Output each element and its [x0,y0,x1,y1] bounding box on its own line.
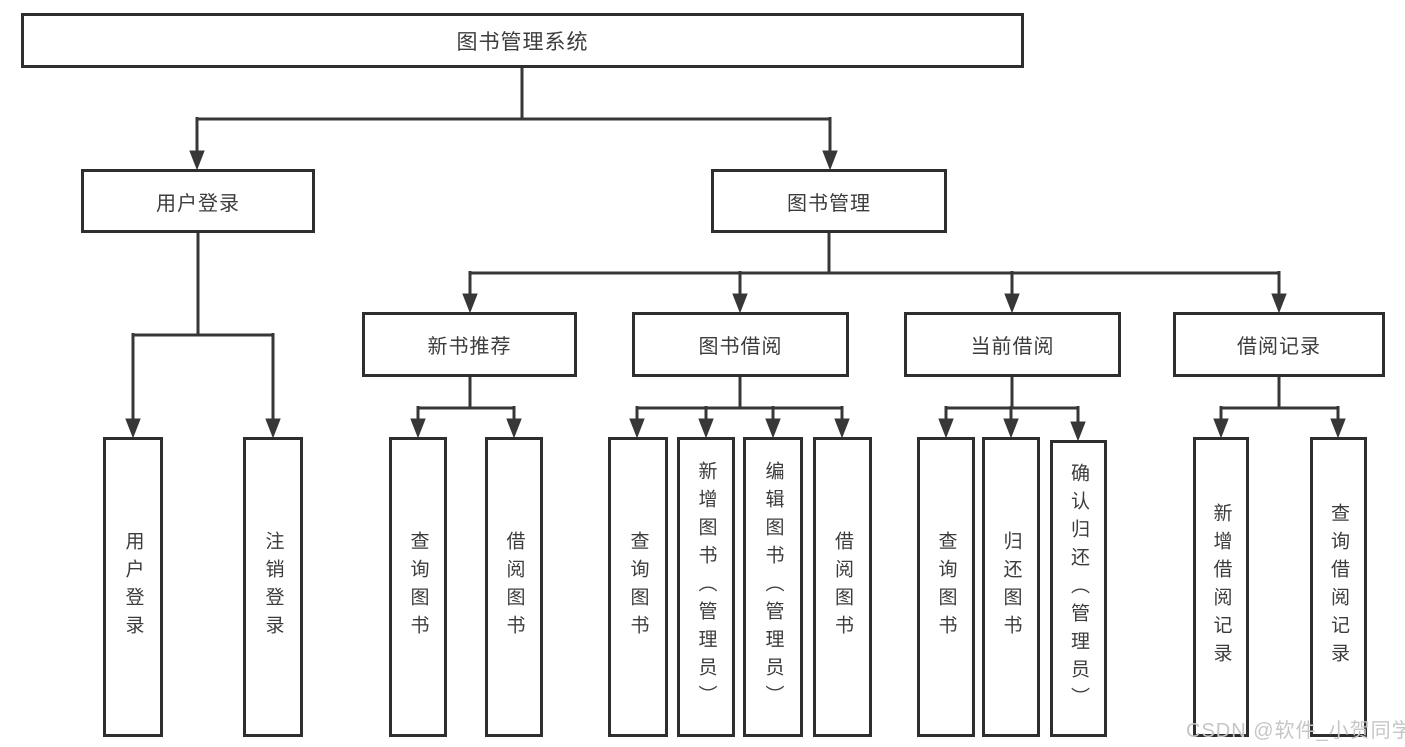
leaf-label: 注销登录 [262,531,284,643]
node-label: 借阅记录 [1237,336,1321,358]
leaf-return-book: 归还图书 [982,437,1040,737]
leaf-confirm-return-admin: 确认归还（管理员） [1050,440,1107,737]
leaf-label: 编辑图书（管理员） [762,461,784,713]
leaf-query-borrow-record: 查询借阅记录 [1310,437,1367,737]
leaf-label: 查询图书 [935,531,957,643]
node-label: 图书管理系统 [456,30,589,54]
leaf-query-book-borrowing: 查询图书 [608,437,668,737]
csdn-watermark: CSDN @软件_小贺同学 [1186,720,1405,742]
node-borrowing-records: 借阅记录 [1173,312,1385,377]
leaf-label: 新增借阅记录 [1210,503,1232,671]
node-label: 用户登录 [156,192,240,215]
leaf-query-book-recommend: 查询图书 [389,437,447,737]
node-label: 新书推荐 [427,336,512,358]
leaf-edit-book-admin: 编辑图书（管理员） [743,437,803,737]
leaf-add-book-admin: 新增图书（管理员） [677,437,735,737]
leaf-borrow-book-borrowing: 借阅图书 [813,437,872,737]
leaf-label: 用户登录 [122,531,144,643]
node-label: 图书借阅 [698,336,783,358]
leaf-label: 借阅图书 [832,531,853,643]
node-root-system: 图书管理系统 [21,13,1024,68]
node-user-login-group: 用户登录 [81,169,315,233]
leaf-label: 查询图书 [627,531,649,643]
leaf-label: 查询图书 [407,531,429,643]
node-label: 图书管理 [787,192,871,215]
node-label: 当前借阅 [970,336,1055,358]
leaf-label: 确认归还（管理员） [1068,462,1089,715]
leaf-label: 借阅图书 [503,531,525,643]
node-new-book-recommend: 新书推荐 [362,312,577,377]
leaf-label: 归还图书 [1000,531,1022,643]
node-book-management: 图书管理 [711,169,947,233]
node-book-borrowing: 图书借阅 [632,312,849,377]
leaf-logout: 注销登录 [243,437,303,737]
node-current-borrowing: 当前借阅 [904,312,1121,377]
leaf-query-book-current: 查询图书 [917,437,975,737]
leaf-label: 查询借阅记录 [1328,503,1349,671]
leaf-label: 新增图书（管理员） [695,461,717,713]
leaf-user-login: 用户登录 [103,437,163,737]
leaf-borrow-book-recommend: 借阅图书 [485,437,543,737]
leaf-add-borrow-record: 新增借阅记录 [1193,437,1249,737]
